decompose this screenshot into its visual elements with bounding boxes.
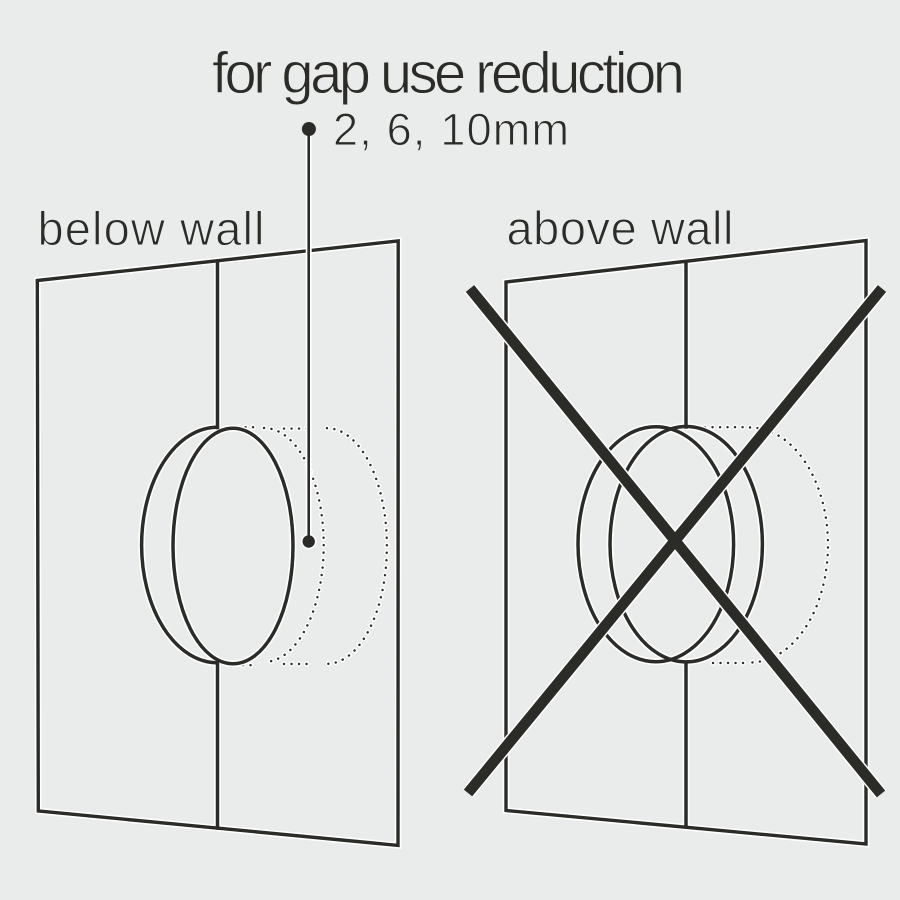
svg-text:for gap use reduction: for gap use reduction (212, 41, 685, 106)
svg-text:below wall: below wall (38, 202, 265, 255)
svg-text:above wall: above wall (507, 202, 734, 255)
svg-text:2, 6, 10mm: 2, 6, 10mm (333, 104, 569, 155)
